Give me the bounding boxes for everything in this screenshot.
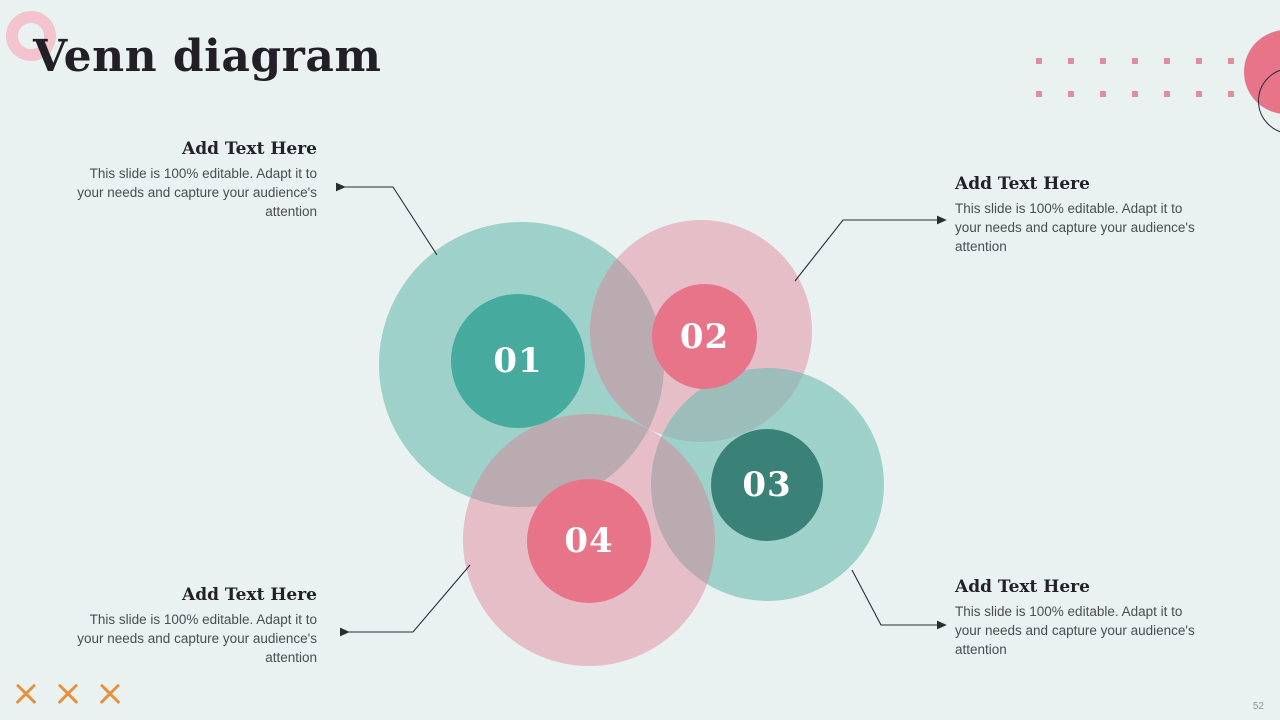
callout-bottom-right: Add Text Here This slide is 100% editabl…	[955, 577, 1207, 659]
close-x-icon	[56, 682, 80, 706]
callout-bottom-left: Add Text Here This slide is 100% editabl…	[65, 585, 317, 667]
dot	[1132, 91, 1138, 97]
connector-top-left	[335, 182, 438, 256]
page-title: Venn diagram	[33, 31, 382, 82]
connector-bottom-right	[851, 569, 947, 630]
callout-heading: Add Text Here	[955, 174, 1090, 194]
dot	[1036, 58, 1042, 64]
venn-label-circle-01[interactable]: 01	[451, 294, 585, 428]
dot	[1100, 58, 1106, 64]
dot	[1228, 58, 1234, 64]
dot	[1132, 58, 1138, 64]
venn-label-circle-04[interactable]: 04	[527, 479, 651, 603]
callout-top-left: Add Text Here This slide is 100% editabl…	[65, 139, 317, 221]
callout-body: This slide is 100% editable. Adapt it to…	[77, 612, 317, 665]
callout-body: This slide is 100% editable. Adapt it to…	[955, 201, 1195, 254]
close-x-icon	[98, 682, 122, 706]
connector-top-right	[794, 215, 947, 282]
dot-grid-decoration	[1036, 58, 1246, 104]
dot	[1100, 91, 1106, 97]
venn-label-circle-03[interactable]: 03	[711, 429, 823, 541]
dot	[1068, 91, 1074, 97]
venn-outer-circle-02	[590, 220, 812, 442]
venn-label-circle-02[interactable]: 02	[652, 284, 757, 389]
x-marks-decoration	[14, 682, 122, 706]
dot	[1164, 58, 1170, 64]
dot	[1196, 91, 1202, 97]
callout-heading: Add Text Here	[955, 577, 1090, 597]
callout-body: This slide is 100% editable. Adapt it to…	[955, 604, 1195, 657]
venn-number-02: 02	[679, 316, 730, 357]
connector-bottom-left	[339, 564, 471, 637]
venn-outer-circle-04	[463, 414, 715, 666]
venn-number-03: 03	[742, 465, 792, 505]
venn-number-04: 04	[564, 521, 614, 561]
page-number: 52	[1252, 701, 1264, 712]
callout-body: This slide is 100% editable. Adapt it to…	[77, 166, 317, 219]
venn-outer-circle-01	[379, 222, 664, 507]
venn-number-01: 01	[493, 341, 543, 381]
callout-heading: Add Text Here	[182, 139, 317, 159]
dot	[1068, 58, 1074, 64]
close-x-icon	[14, 682, 38, 706]
dot	[1164, 91, 1170, 97]
dot	[1196, 58, 1202, 64]
dot	[1036, 91, 1042, 97]
dot	[1228, 91, 1234, 97]
callout-heading: Add Text Here	[182, 585, 317, 605]
venn-outer-circle-03	[651, 368, 884, 601]
callout-top-right: Add Text Here This slide is 100% editabl…	[955, 174, 1207, 256]
